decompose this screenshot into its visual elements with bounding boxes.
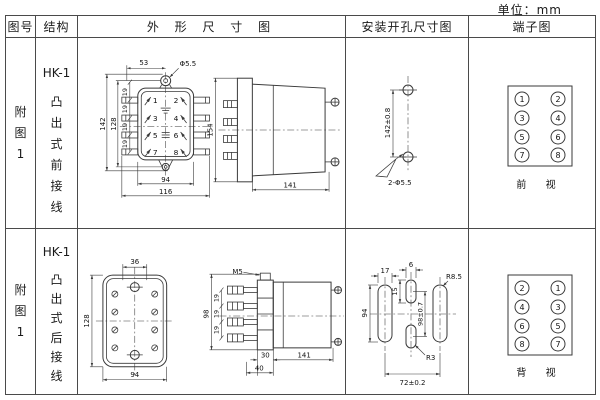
- dim-width-inner: 94: [161, 175, 170, 183]
- terminal-circle-3: 3: [519, 114, 524, 123]
- install-cell-row2: 17 94 6 15: [346, 229, 469, 394]
- terminal-circle-2: 2: [555, 95, 560, 104]
- terminal-circle-6: 6: [555, 133, 560, 142]
- figure-label: 附 图 1: [14, 104, 27, 161]
- terminal-8: 8: [174, 147, 179, 156]
- terminal-cell-row1: 1 2 3 4 5 6 7 8 前 视: [469, 38, 595, 229]
- dim-40: 40: [255, 364, 264, 372]
- slot-right: [432, 284, 448, 342]
- terminal-circle-6: 6: [519, 322, 524, 331]
- model-label: HK-1: [42, 245, 71, 259]
- terminal-circle-8: 8: [519, 340, 524, 349]
- dim-pitch-2: 19: [121, 104, 129, 112]
- unit-label: 单位：mm: [497, 3, 562, 17]
- thread-label: M5: [232, 268, 242, 276]
- outline-cell-row2: 36 128 94: [78, 229, 346, 394]
- terminal-cell-row2: 2 1 4 3 6 5 8 7 背 视: [469, 229, 595, 394]
- install-rear-wiring-drawing: 17 94 6 15: [361, 261, 462, 387]
- dim-pitch-3: 19: [121, 122, 129, 130]
- terminal-circle-4: 4: [519, 303, 524, 312]
- terminal-6: 6: [174, 130, 179, 139]
- dim-top-width: 53: [139, 59, 148, 67]
- dim-side-height: 98: [203, 309, 211, 318]
- structure-label: 凸 出 式 后 接 线: [50, 273, 63, 383]
- terminal-5: 5: [153, 130, 158, 139]
- dim-pitch-4: 19: [121, 139, 129, 147]
- figure-no-row2: 附 图 1: [6, 229, 36, 394]
- terminal-circle-1: 1: [555, 284, 560, 293]
- terminal-circle-5: 5: [555, 322, 560, 331]
- install-view: 17 94 6 15: [361, 261, 462, 387]
- dim-back-width: 94: [130, 371, 139, 379]
- outline-cell-row1: 1 2 3 4 5 6: [78, 38, 346, 229]
- structure-row2: HK-1 凸 出 式 后 接 线: [36, 229, 78, 394]
- dim-30: 30: [261, 351, 270, 359]
- terminal-diagram-front: 1 2 3 4 5 6 7 8 前 视: [507, 85, 572, 191]
- dim-pitch-2: 19: [212, 309, 220, 317]
- dim-pitch-3: 19: [212, 325, 220, 333]
- terminal-circle-7: 7: [555, 340, 560, 349]
- outline-front-wiring-drawing: 1 2 3 4 5 6: [99, 59, 342, 198]
- header-install: 安装开孔尺寸图: [346, 16, 469, 38]
- terminal-circle-5: 5: [519, 133, 524, 142]
- front-view: 1 2 3 4 5 6: [99, 59, 213, 198]
- side-view: 154 141: [206, 77, 342, 192]
- install-view: 142±0.8 2-Φ5.5: [375, 75, 417, 187]
- outline-rear-wiring-drawing: 36 128 94: [83, 258, 345, 382]
- side-view: M5: [203, 268, 345, 376]
- dim-mid-width: 6: [409, 261, 414, 269]
- install-holes-label: 2-Φ5.5: [388, 179, 412, 187]
- install-front-wiring-drawing: 142±0.8 2-Φ5.5: [375, 75, 417, 187]
- dim-height-inner: 128: [110, 117, 118, 130]
- terminal-circle-7: 7: [519, 151, 524, 160]
- dim-mid-span: 98±0.7: [417, 301, 425, 325]
- terminal-2: 2: [174, 96, 179, 105]
- dim-pitch-1: 19: [121, 88, 129, 96]
- dim-slot-span: 72±0.2: [400, 379, 426, 387]
- dim-mid-height: 15: [391, 287, 399, 295]
- dim-pitch-1: 19: [212, 293, 220, 301]
- terminal-7: 7: [153, 147, 158, 156]
- radius-small: R3: [426, 354, 435, 362]
- terminal-circle-8: 8: [555, 151, 560, 160]
- terminal-caption: 前 视: [516, 178, 563, 191]
- install-cell-row1: 142±0.8 2-Φ5.5: [346, 38, 469, 229]
- figure-label: 附 图 1: [14, 283, 27, 339]
- dim-width-outer: 116: [159, 187, 172, 195]
- figure-no-row1: 附 图 1: [6, 38, 36, 229]
- terminal-view: 2 1 4 3 6 5 8 7 背 视: [507, 274, 572, 379]
- header-structure: 结构: [36, 16, 78, 38]
- terminal-view: 1 2 3 4 5 6 7 8 前 视: [507, 85, 572, 191]
- drawing-table: 图号 结构 外 形 尺 寸 图 安装开孔尺寸图 端子图 附 图 1 HK-1 凸…: [5, 15, 596, 395]
- dim-side-depth: 141: [297, 351, 310, 359]
- dim-side-height: 154: [206, 122, 214, 136]
- header-terminal: 端子图: [469, 16, 595, 38]
- model-label: HK-1: [42, 66, 71, 80]
- header-figure-no: 图号: [6, 16, 36, 38]
- terminal-3: 3: [153, 114, 158, 123]
- terminal-caption: 背 视: [516, 366, 563, 379]
- terminal-4: 4: [174, 114, 179, 123]
- dim-back-top: 36: [130, 258, 139, 266]
- structure-label: 凸 出 式 前 接 线: [50, 95, 63, 214]
- terminal-1: 1: [153, 96, 158, 105]
- dim-side-depth: 141: [284, 181, 297, 189]
- terminal-circle-3: 3: [555, 303, 560, 312]
- structure-row1: HK-1 凸 出 式 前 接 线: [36, 38, 78, 229]
- back-view: 36 128 94: [83, 258, 174, 382]
- slot-left: [377, 284, 393, 342]
- terminal-circle-4: 4: [555, 114, 560, 123]
- dim-hole-dia: Φ5.5: [180, 60, 197, 68]
- dim-slot-width: 17: [381, 267, 390, 275]
- dim-slot-height: 94: [361, 308, 369, 317]
- terminal-diagram-rear: 2 1 4 3 6 5 8 7 背 视: [507, 274, 572, 379]
- terminal-circle-2: 2: [519, 284, 524, 293]
- radius-big: R8.5: [446, 273, 462, 281]
- dim-back-height: 128: [83, 314, 91, 327]
- dim-hole-spacing: 142±0.8: [384, 107, 392, 137]
- terminal-circle-1: 1: [519, 95, 524, 104]
- dim-height-outer: 142: [99, 117, 107, 130]
- header-outline: 外 形 尺 寸 图: [78, 16, 346, 38]
